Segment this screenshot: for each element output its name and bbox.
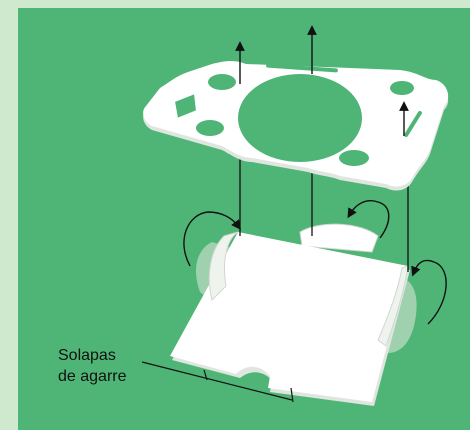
fold-arrow-top [347,200,390,239]
lift-arrows [235,25,409,136]
gasket-slot-left [175,94,196,118]
grip-tabs-label: Solapas de agarre [58,345,127,387]
grip-tabs-label-line1: Solapas [58,347,116,364]
fold-arrow-right [411,259,447,325]
top-gasket [143,61,449,191]
left-fold-tab [208,231,239,301]
top-grip-tab [299,223,379,253]
callout-tick-right [290,387,294,403]
grip-tabs-label-line2: de agarre [58,368,127,385]
gasket-hole-top-right [390,81,414,95]
backing-sheet-face [170,232,408,402]
gasket-slot-right [404,110,422,138]
fold-arrows [183,200,447,325]
gasket-slot-top [266,63,338,73]
gasket-hole-bottom-right [339,150,369,166]
gasket-hole-top-left [208,74,236,90]
backing-sheet [170,231,410,406]
callout-tick-left [203,369,208,381]
gasket-center-hole [238,74,362,162]
callout-leader-main [141,361,293,401]
gasket-hole-bottom-left [196,120,224,136]
callout-leaders [141,361,294,403]
fold-arrow-left [183,211,241,267]
right-fold-tab [377,265,409,347]
